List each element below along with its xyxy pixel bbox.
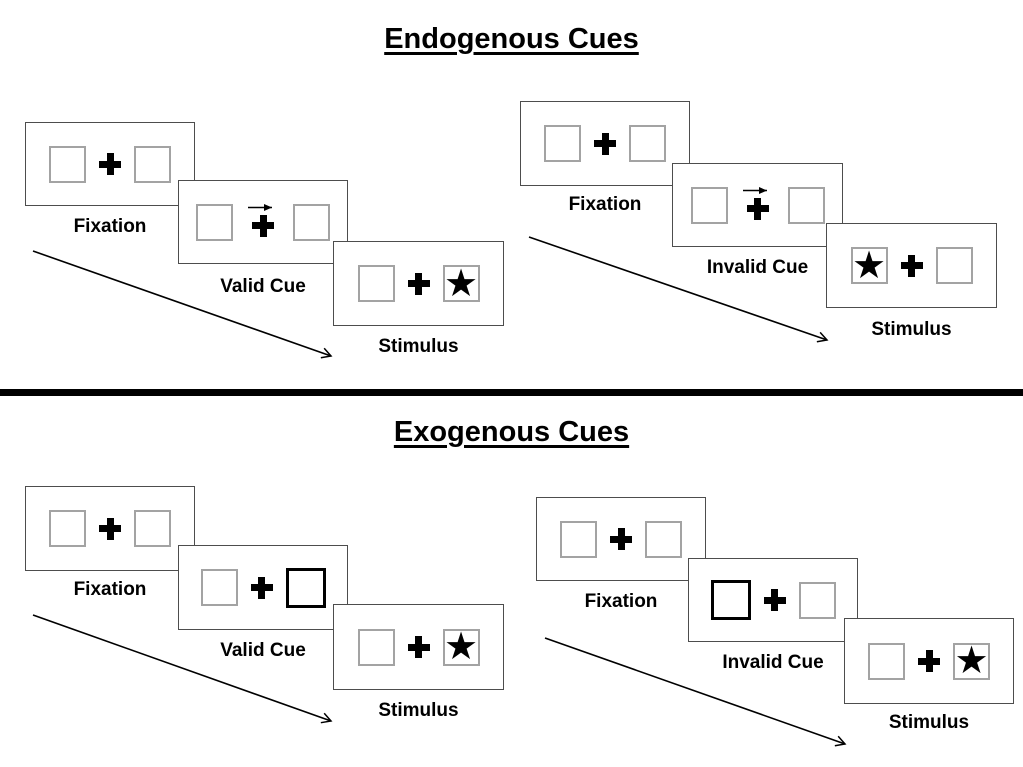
fixation-cross-icon xyxy=(918,650,940,672)
panel-label-fixation: Fixation xyxy=(568,194,642,215)
fixation-cross-icon xyxy=(900,254,923,277)
star-icon: ★ xyxy=(954,640,989,682)
placeholder-box-right xyxy=(134,145,171,183)
placeholder-box-left xyxy=(49,510,86,547)
placeholder-box-left xyxy=(690,186,728,224)
placeholder-box-left xyxy=(357,265,395,302)
stimulus-panel: ★ xyxy=(333,604,504,690)
section-title-exogenous-text: Exogenous Cues xyxy=(393,416,630,448)
placeholder-box-right xyxy=(798,581,836,619)
fixation-panel xyxy=(25,122,195,206)
fixation-panel xyxy=(536,497,706,581)
panel-label-invalid-cue: Invalid Cue xyxy=(722,652,824,673)
panel-label-valid-cue: Valid Cue xyxy=(220,276,306,297)
cue-cross-stack xyxy=(741,185,775,220)
placeholder-box-left xyxy=(544,125,581,162)
sequence-arrow xyxy=(528,236,829,343)
panel-label-stimulus: Stimulus xyxy=(378,336,459,357)
panel-label-stimulus: Stimulus xyxy=(378,700,459,721)
star-icon: ★ xyxy=(443,626,479,668)
fixation-cross-icon xyxy=(252,214,274,237)
star-icon: ★ xyxy=(851,244,887,287)
panel-label-fixation: Fixation xyxy=(584,591,658,612)
stimulus-panel: ★ xyxy=(826,223,997,308)
valid-cue-panel xyxy=(178,545,348,630)
panel-label-invalid-cue: Invalid Cue xyxy=(706,257,809,278)
panel-label-fixation: Fixation xyxy=(73,579,147,600)
placeholder-box-left xyxy=(196,203,233,241)
sequence-arrow xyxy=(544,637,847,747)
fixation-panel xyxy=(520,101,690,186)
placeholder-box-left xyxy=(200,569,238,606)
right-arrow-icon xyxy=(742,186,767,194)
star-icon: ★ xyxy=(443,262,479,305)
star-box-right: ★ xyxy=(442,626,480,668)
placeholder-box-left xyxy=(868,642,905,680)
placeholder-box-right xyxy=(935,247,973,284)
section-divider xyxy=(0,389,1023,396)
fixation-cross-icon xyxy=(610,528,632,550)
cue-cross-stack xyxy=(246,202,280,237)
invalid-cue-panel xyxy=(688,558,858,642)
valid-cue-panel xyxy=(178,180,348,264)
panel-label-fixation: Fixation xyxy=(73,216,147,237)
placeholder-box-right xyxy=(787,186,825,224)
fixation-cross-icon xyxy=(99,153,121,175)
panel-label-stimulus: Stimulus xyxy=(871,319,952,340)
fixation-cross-icon xyxy=(250,576,273,599)
fixation-cross-icon xyxy=(763,589,786,611)
bold-cue-box-left xyxy=(710,580,751,620)
sequence-arrow xyxy=(32,614,333,724)
section-title-exogenous: Exogenous Cues xyxy=(0,416,1023,449)
invalid-cue-panel xyxy=(672,163,843,247)
fixation-cross-icon xyxy=(407,636,430,658)
fixation-cross-icon xyxy=(746,197,769,220)
placeholder-box-left xyxy=(357,628,395,666)
panel-label-stimulus: Stimulus xyxy=(888,712,970,733)
sequence-arrow xyxy=(32,250,333,359)
bold-cue-box-right xyxy=(285,567,326,608)
stimulus-panel: ★ xyxy=(844,618,1014,704)
placeholder-box-left xyxy=(49,145,86,183)
star-box-right: ★ xyxy=(442,262,480,305)
fixation-cross-icon xyxy=(99,517,121,540)
panel-label-valid-cue: Valid Cue xyxy=(220,640,306,661)
fixation-cross-icon xyxy=(594,132,616,155)
star-box-right: ★ xyxy=(953,640,990,682)
placeholder-box-right xyxy=(293,203,330,241)
section-title-endogenous-text: Endogenous Cues xyxy=(384,23,639,55)
right-arrow-icon xyxy=(248,203,272,211)
fixation-cross-icon xyxy=(407,272,430,295)
section-title-endogenous: Endogenous Cues xyxy=(0,23,1023,56)
placeholder-box-right xyxy=(134,510,171,547)
placeholder-box-left xyxy=(560,520,597,558)
placeholder-box-right xyxy=(629,125,666,162)
fixation-panel xyxy=(25,486,195,571)
stimulus-panel: ★ xyxy=(333,241,504,326)
placeholder-box-right xyxy=(645,520,682,558)
star-box-left: ★ xyxy=(850,244,888,287)
